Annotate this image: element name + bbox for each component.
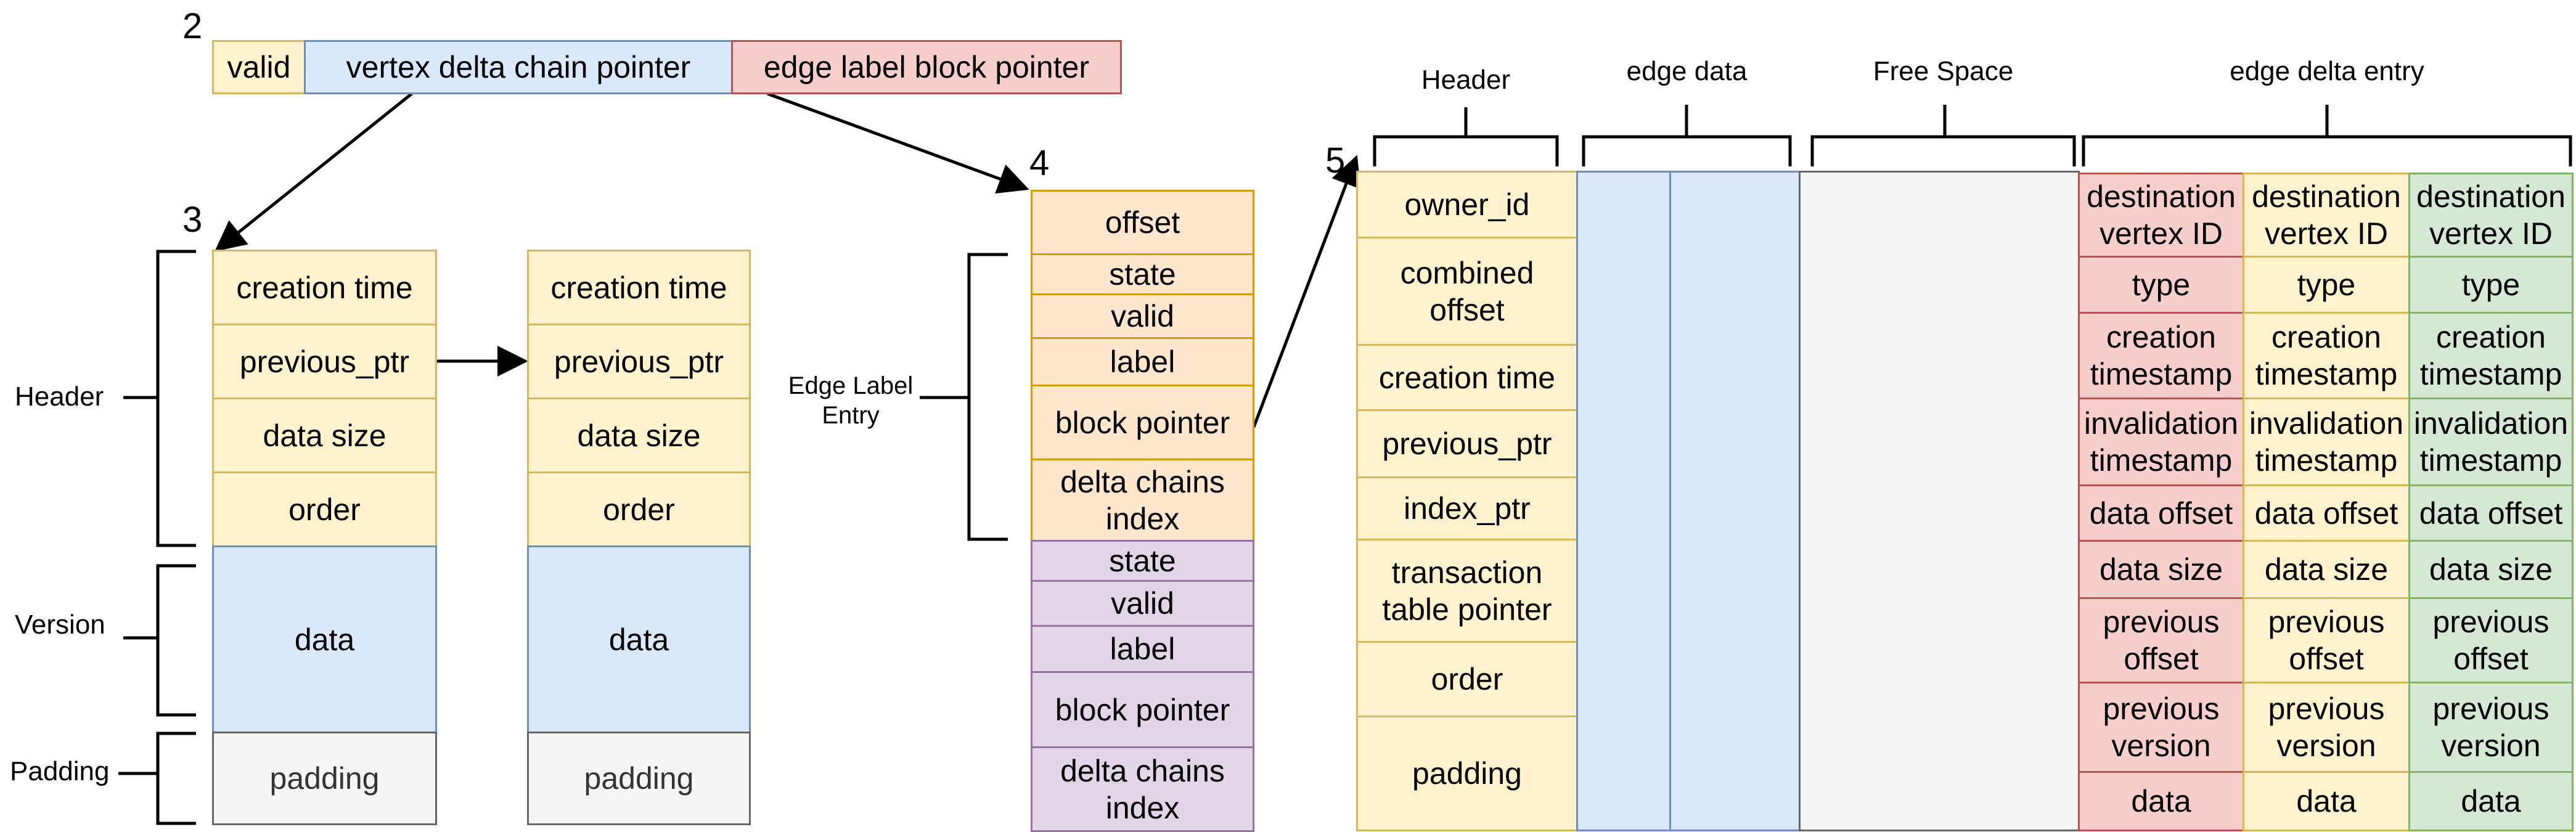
brace-header	[156, 250, 196, 547]
edge-data-cell-1	[1576, 171, 1671, 831]
delta1-previous-version: previous version	[2078, 682, 2244, 773]
block2-data-size: data size	[527, 398, 751, 473]
delta2-previous-version: previous version	[2243, 682, 2410, 773]
brace-section-edge-data	[1582, 135, 1792, 166]
block1-previous-ptr: previous_ptr	[212, 324, 437, 399]
entry2-state: state	[1031, 540, 1254, 582]
brace-section-free-space	[1810, 135, 2076, 166]
entry1-delta-chains-index: delta chains index	[1031, 459, 1254, 542]
block2-data: data	[527, 545, 751, 733]
panel-number-3: 3	[182, 200, 203, 240]
delta1-destination-vertex-id: destination vertex ID	[2078, 173, 2244, 258]
edge-label-offset: offset	[1031, 190, 1254, 255]
header-previous-ptr: previous_ptr	[1356, 409, 1578, 478]
vertex-delta-chain-pointer-field: vertex delta chain pointer	[304, 40, 733, 94]
block2-previous-ptr: previous_ptr	[527, 324, 751, 399]
delta3-previous-offset: previous offset	[2408, 597, 2574, 683]
delta1-creation-timestamp: creation timestamp	[2078, 312, 2244, 399]
delta2-previous-offset: previous offset	[2243, 597, 2410, 683]
entry2-label: label	[1031, 625, 1254, 673]
panel-number-5: 5	[1325, 141, 1346, 181]
delta3-creation-timestamp: creation timestamp	[2408, 312, 2574, 399]
delta1-data: data	[2078, 771, 2244, 831]
section-label-free-space: Free Space	[1873, 56, 2014, 86]
brace-section-header	[1373, 135, 1559, 166]
section-label-header: Header	[1421, 65, 1511, 95]
free-space-region	[1799, 171, 2080, 831]
brace-section-edge-delta-entry	[2082, 135, 2572, 166]
delta2-destination-vertex-id: destination vertex ID	[2243, 173, 2410, 258]
delta3-type: type	[2408, 256, 2574, 314]
block1-creation-time: creation time	[212, 250, 437, 325]
delta1-previous-offset: previous offset	[2078, 597, 2244, 683]
brace-padding	[156, 732, 196, 825]
entry2-block-pointer: block pointer	[1031, 671, 1254, 748]
arrow-vertex-pointer-to-block	[215, 92, 413, 252]
delta3-destination-vertex-id: destination vertex ID	[2408, 173, 2574, 258]
brace-label-edge-label-entry: Edge Label Entry	[788, 372, 914, 429]
entry1-block-pointer: block pointer	[1031, 385, 1254, 460]
edge-data-cell-2	[1669, 171, 1801, 831]
delta2-invalidation-timestamp: invalidation timestamp	[2243, 398, 2410, 486]
entry2-valid: valid	[1031, 580, 1254, 627]
section-label-edge-data: edge data	[1626, 56, 1748, 86]
brace-edge-label-entry	[967, 253, 1008, 541]
block2-order: order	[527, 471, 751, 547]
delta1-type: type	[2078, 256, 2244, 314]
header-creation-time: creation time	[1356, 344, 1578, 411]
block2-padding: padding	[527, 732, 751, 825]
brace-version	[156, 564, 196, 717]
brace-label-version: Version	[15, 610, 105, 640]
entry1-valid: valid	[1031, 293, 1254, 339]
brace-label-header: Header	[15, 381, 104, 412]
delta2-data-offset: data offset	[2243, 484, 2410, 542]
arrow-block-pointer-to-header	[1252, 155, 1361, 428]
block1-padding: padding	[212, 732, 437, 825]
delta2-creation-timestamp: creation timestamp	[2243, 312, 2410, 399]
header-owner-id: owner_id	[1356, 171, 1578, 239]
delta3-data: data	[2408, 771, 2574, 831]
delta2-data: data	[2243, 771, 2410, 831]
delta1-data-offset: data offset	[2078, 484, 2244, 542]
edge-label-block-pointer-field: edge label block pointer	[731, 40, 1122, 94]
header-index-ptr: index_ptr	[1356, 476, 1578, 540]
delta3-previous-version: previous version	[2408, 682, 2574, 773]
section-label-edge-delta-entry: edge delta entry	[2230, 56, 2424, 86]
delta3-invalidation-timestamp: invalidation timestamp	[2408, 398, 2574, 486]
delta2-type: type	[2243, 256, 2410, 314]
brace-label-padding: Padding	[10, 756, 110, 786]
block2-creation-time: creation time	[527, 250, 751, 325]
delta3-data-offset: data offset	[2408, 484, 2574, 542]
header-transaction-table-pointer: transaction table pointer	[1356, 539, 1578, 643]
panel-number-2: 2	[182, 6, 203, 46]
arrow-edge-label-pointer-to-entry	[767, 92, 1029, 194]
block1-order: order	[212, 471, 437, 547]
delta1-invalidation-timestamp: invalidation timestamp	[2078, 398, 2244, 486]
delta2-data-size: data size	[2243, 540, 2410, 599]
block1-data-size: data size	[212, 398, 437, 473]
header-padding: padding	[1356, 716, 1578, 831]
entry1-label: label	[1031, 337, 1254, 386]
valid-field: valid	[212, 40, 306, 94]
header-combined-offset: combined offset	[1356, 237, 1578, 346]
entry1-state: state	[1031, 253, 1254, 295]
delta3-data-size: data size	[2408, 540, 2574, 599]
block1-data: data	[212, 545, 437, 733]
header-order: order	[1356, 641, 1578, 717]
delta1-data-size: data size	[2078, 540, 2244, 599]
entry2-delta-chains-index: delta chains index	[1031, 746, 1254, 832]
panel-number-4: 4	[1029, 143, 1050, 183]
